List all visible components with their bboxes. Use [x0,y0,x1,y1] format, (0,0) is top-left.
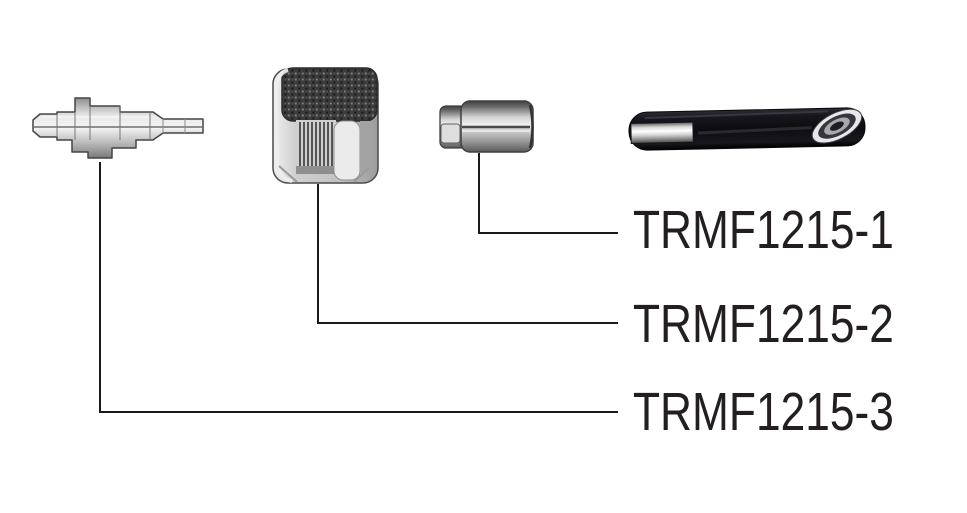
cable-end-illustration [628,107,866,151]
part-label-trmf1215-2: TRMF1215-2 [633,294,894,354]
knurled-coupling-nut-illustration [272,67,379,184]
connector-contact-assembly-illustration [32,97,204,159]
leader-line-trmf1215-2 [317,184,618,324]
crimp-ferrule-illustration [439,100,534,153]
part-label-trmf1215-3: TRMF1215-3 [633,382,894,442]
leader-line-trmf1215-3 [99,162,618,413]
cable-metal-band [630,121,694,144]
part-label-trmf1215-1: TRMF1215-1 [633,200,894,260]
leader-line-trmf1215-1 [478,153,618,234]
cable-tip-face [811,108,863,144]
